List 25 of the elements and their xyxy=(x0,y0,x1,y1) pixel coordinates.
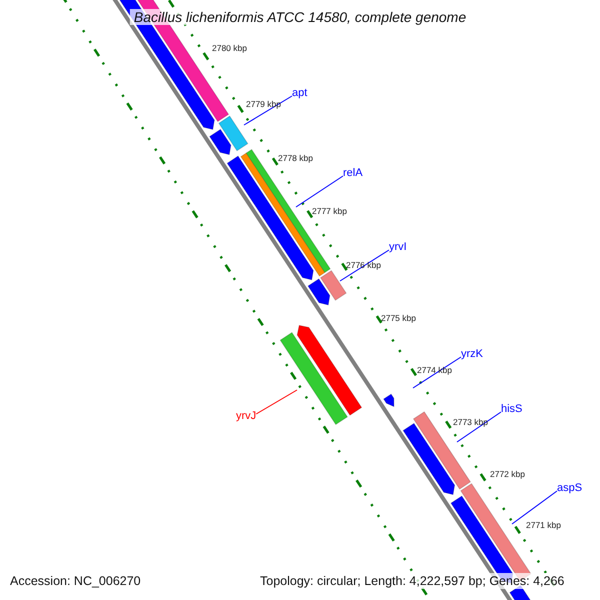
tick-label: 2776 kbp xyxy=(346,260,381,270)
gene-label: yrvI xyxy=(389,241,407,253)
gene-label: hisS xyxy=(501,403,522,415)
gene-label: aspS xyxy=(557,482,582,494)
gene-label: yrzK xyxy=(461,348,483,360)
leader-line xyxy=(256,390,298,414)
tick-label: 2775 kbp xyxy=(381,313,416,323)
tick-label: 2777 kbp xyxy=(312,206,347,216)
gene-label: relA xyxy=(343,167,363,179)
leader-line xyxy=(456,412,502,442)
leader-line xyxy=(340,250,390,282)
tick-label: 2774 kbp xyxy=(417,365,452,375)
tick-label: 2780 kbp xyxy=(212,43,247,53)
gene-label: yrvJ xyxy=(236,410,256,422)
leader-line xyxy=(244,96,292,126)
tick-label: 2778 kbp xyxy=(278,153,313,163)
tick-label: 2773 kbp xyxy=(453,417,488,427)
accession-text: Accession: NC_006270 xyxy=(8,573,143,589)
tick-label: 2771 kbp xyxy=(526,520,561,530)
leader-line xyxy=(296,176,344,208)
gene-label: apt xyxy=(292,87,308,99)
genome-info-text: Topology: circular; Length: 4,222,597 bp; Genes: 4,266 xyxy=(258,573,566,589)
tick-label: 2772 kbp xyxy=(490,469,525,479)
leader-line xyxy=(412,356,462,388)
leader-line xyxy=(512,490,558,524)
